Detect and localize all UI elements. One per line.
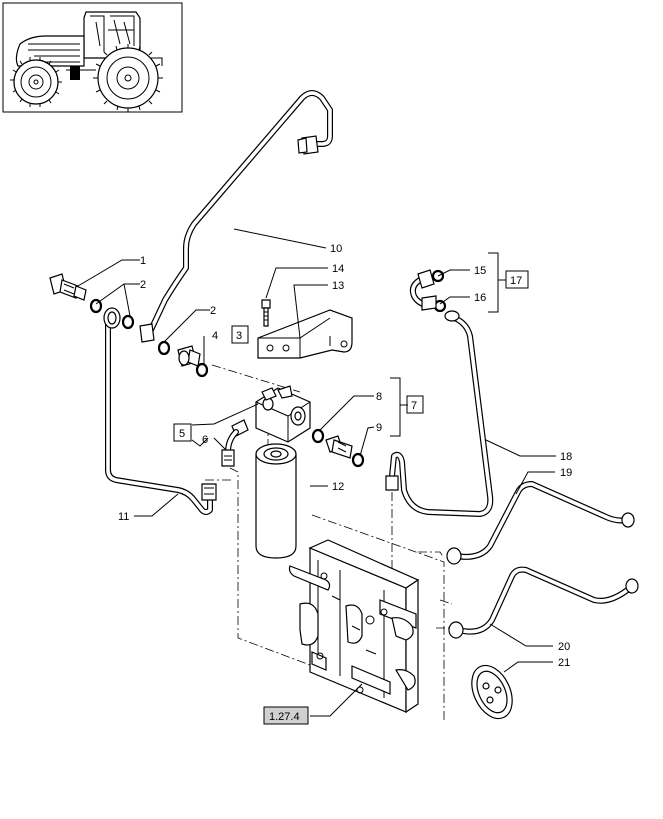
callout-13: 13 — [332, 280, 344, 292]
callout-18: 18 — [560, 451, 572, 463]
callout-21: 21 — [558, 657, 570, 669]
reference-label: 1.27.4 — [269, 711, 300, 723]
pipe-19 — [446, 481, 635, 565]
fitting-8 — [325, 435, 353, 459]
callout-16: 16 — [474, 292, 486, 304]
leader-lines — [77, 228, 556, 717]
elbow-fitting — [409, 269, 437, 311]
tractor-thumbnail — [2, 2, 183, 113]
callout-8: 8 — [376, 391, 382, 403]
callout-11: 11 — [118, 511, 129, 523]
callout-15: 15 — [474, 265, 486, 277]
callout-19: 19 — [560, 467, 572, 479]
callout-10: 10 — [330, 243, 342, 255]
callout-1: 1 — [140, 255, 146, 267]
pipe-18 — [385, 310, 494, 517]
callout-20: 20 — [558, 641, 570, 653]
bolt-14 — [261, 299, 271, 327]
pipe-20 — [448, 566, 639, 639]
pipe-11 — [103, 307, 217, 515]
seal-rings — [89, 269, 447, 468]
callout-17: 17 — [510, 275, 522, 287]
grommet-21 — [471, 664, 513, 720]
callout-2b: 2 — [210, 305, 216, 317]
bracket-13 — [257, 309, 353, 359]
fitting-4 — [177, 345, 201, 367]
filter-12 — [255, 443, 297, 559]
callout-14: 14 — [332, 263, 344, 275]
filter-head — [255, 385, 311, 443]
callout-6: 6 — [202, 434, 208, 446]
callout-5: 5 — [179, 428, 185, 440]
callout-2a: 2 — [140, 279, 146, 291]
callout-boxes — [173, 270, 529, 725]
callout-4: 4 — [212, 330, 218, 342]
callout-9: 9 — [376, 422, 382, 434]
callout-labels: 1 2 2 3 4 5 6 7 8 9 10 11 12 13 14 15 16… — [118, 243, 572, 723]
fitting-1 — [49, 273, 87, 301]
fitting-6 — [221, 419, 249, 467]
callout-12: 12 — [332, 481, 344, 493]
callout-7: 7 — [411, 400, 417, 412]
callout-3: 3 — [236, 330, 242, 342]
pipe-10 — [139, 90, 333, 343]
valve-block — [288, 539, 420, 714]
